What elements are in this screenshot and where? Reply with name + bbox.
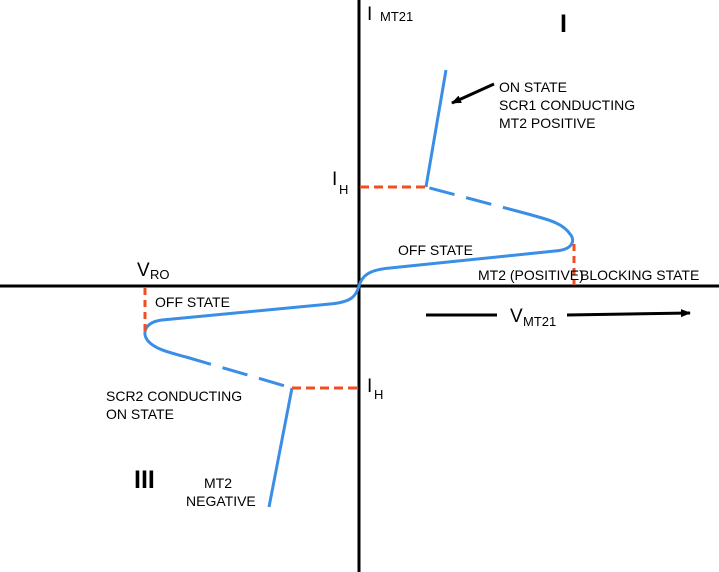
label-on-state-q3: ON STATE — [106, 406, 174, 422]
label-vro-subscript: RO — [150, 267, 170, 282]
x-axis-label-subscript: MT21 — [523, 314, 556, 329]
label-scr2-conducting: SCR2 CONDUCTING — [106, 388, 242, 404]
label-scr1-conducting: SCR1 CONDUCTING — [499, 97, 635, 113]
label-mt2: MT2 — [204, 475, 232, 491]
label-off-state-q3: OFF STATE — [155, 294, 230, 310]
quadrant-label-i: I — [560, 10, 567, 38]
label-on-state-q1: ON STATE — [499, 79, 567, 95]
label-holding-q1-subscript: H — [339, 182, 348, 197]
curve-q3-negative-resistance — [185, 355, 293, 390]
curve-q1-negative-resistance — [425, 185, 529, 216]
y-axis-label: I — [367, 4, 372, 25]
label-negative: NEGATIVE — [186, 493, 256, 509]
label-blocking-state: BLOCKING STATE — [580, 267, 699, 283]
curve-q1-off-state — [357, 212, 575, 288]
label-mt2-positive: MT2 POSITIVE — [499, 115, 595, 131]
quadrant-label-iii: III — [134, 466, 155, 494]
curve-q3-off-state — [143, 284, 361, 359]
y-axis-label-subscript: MT21 — [380, 9, 413, 24]
label-vro: V — [137, 260, 150, 281]
curve-q1-on-state — [424, 69, 448, 188]
label-mt2-positive-paren: MT2 (POSITIVE) — [478, 267, 584, 283]
label-holding-q1: I — [332, 169, 337, 190]
x-axis-label: V — [510, 306, 523, 327]
label-holding-q3-subscript: H — [374, 387, 383, 402]
v-axis-arrow-right-segment — [566, 309, 691, 318]
on-state-arrow — [451, 82, 495, 105]
label-off-state-q1: OFF STATE — [398, 242, 473, 258]
curve-q3-on-state — [267, 387, 294, 508]
label-holding-q3: I — [367, 376, 372, 397]
